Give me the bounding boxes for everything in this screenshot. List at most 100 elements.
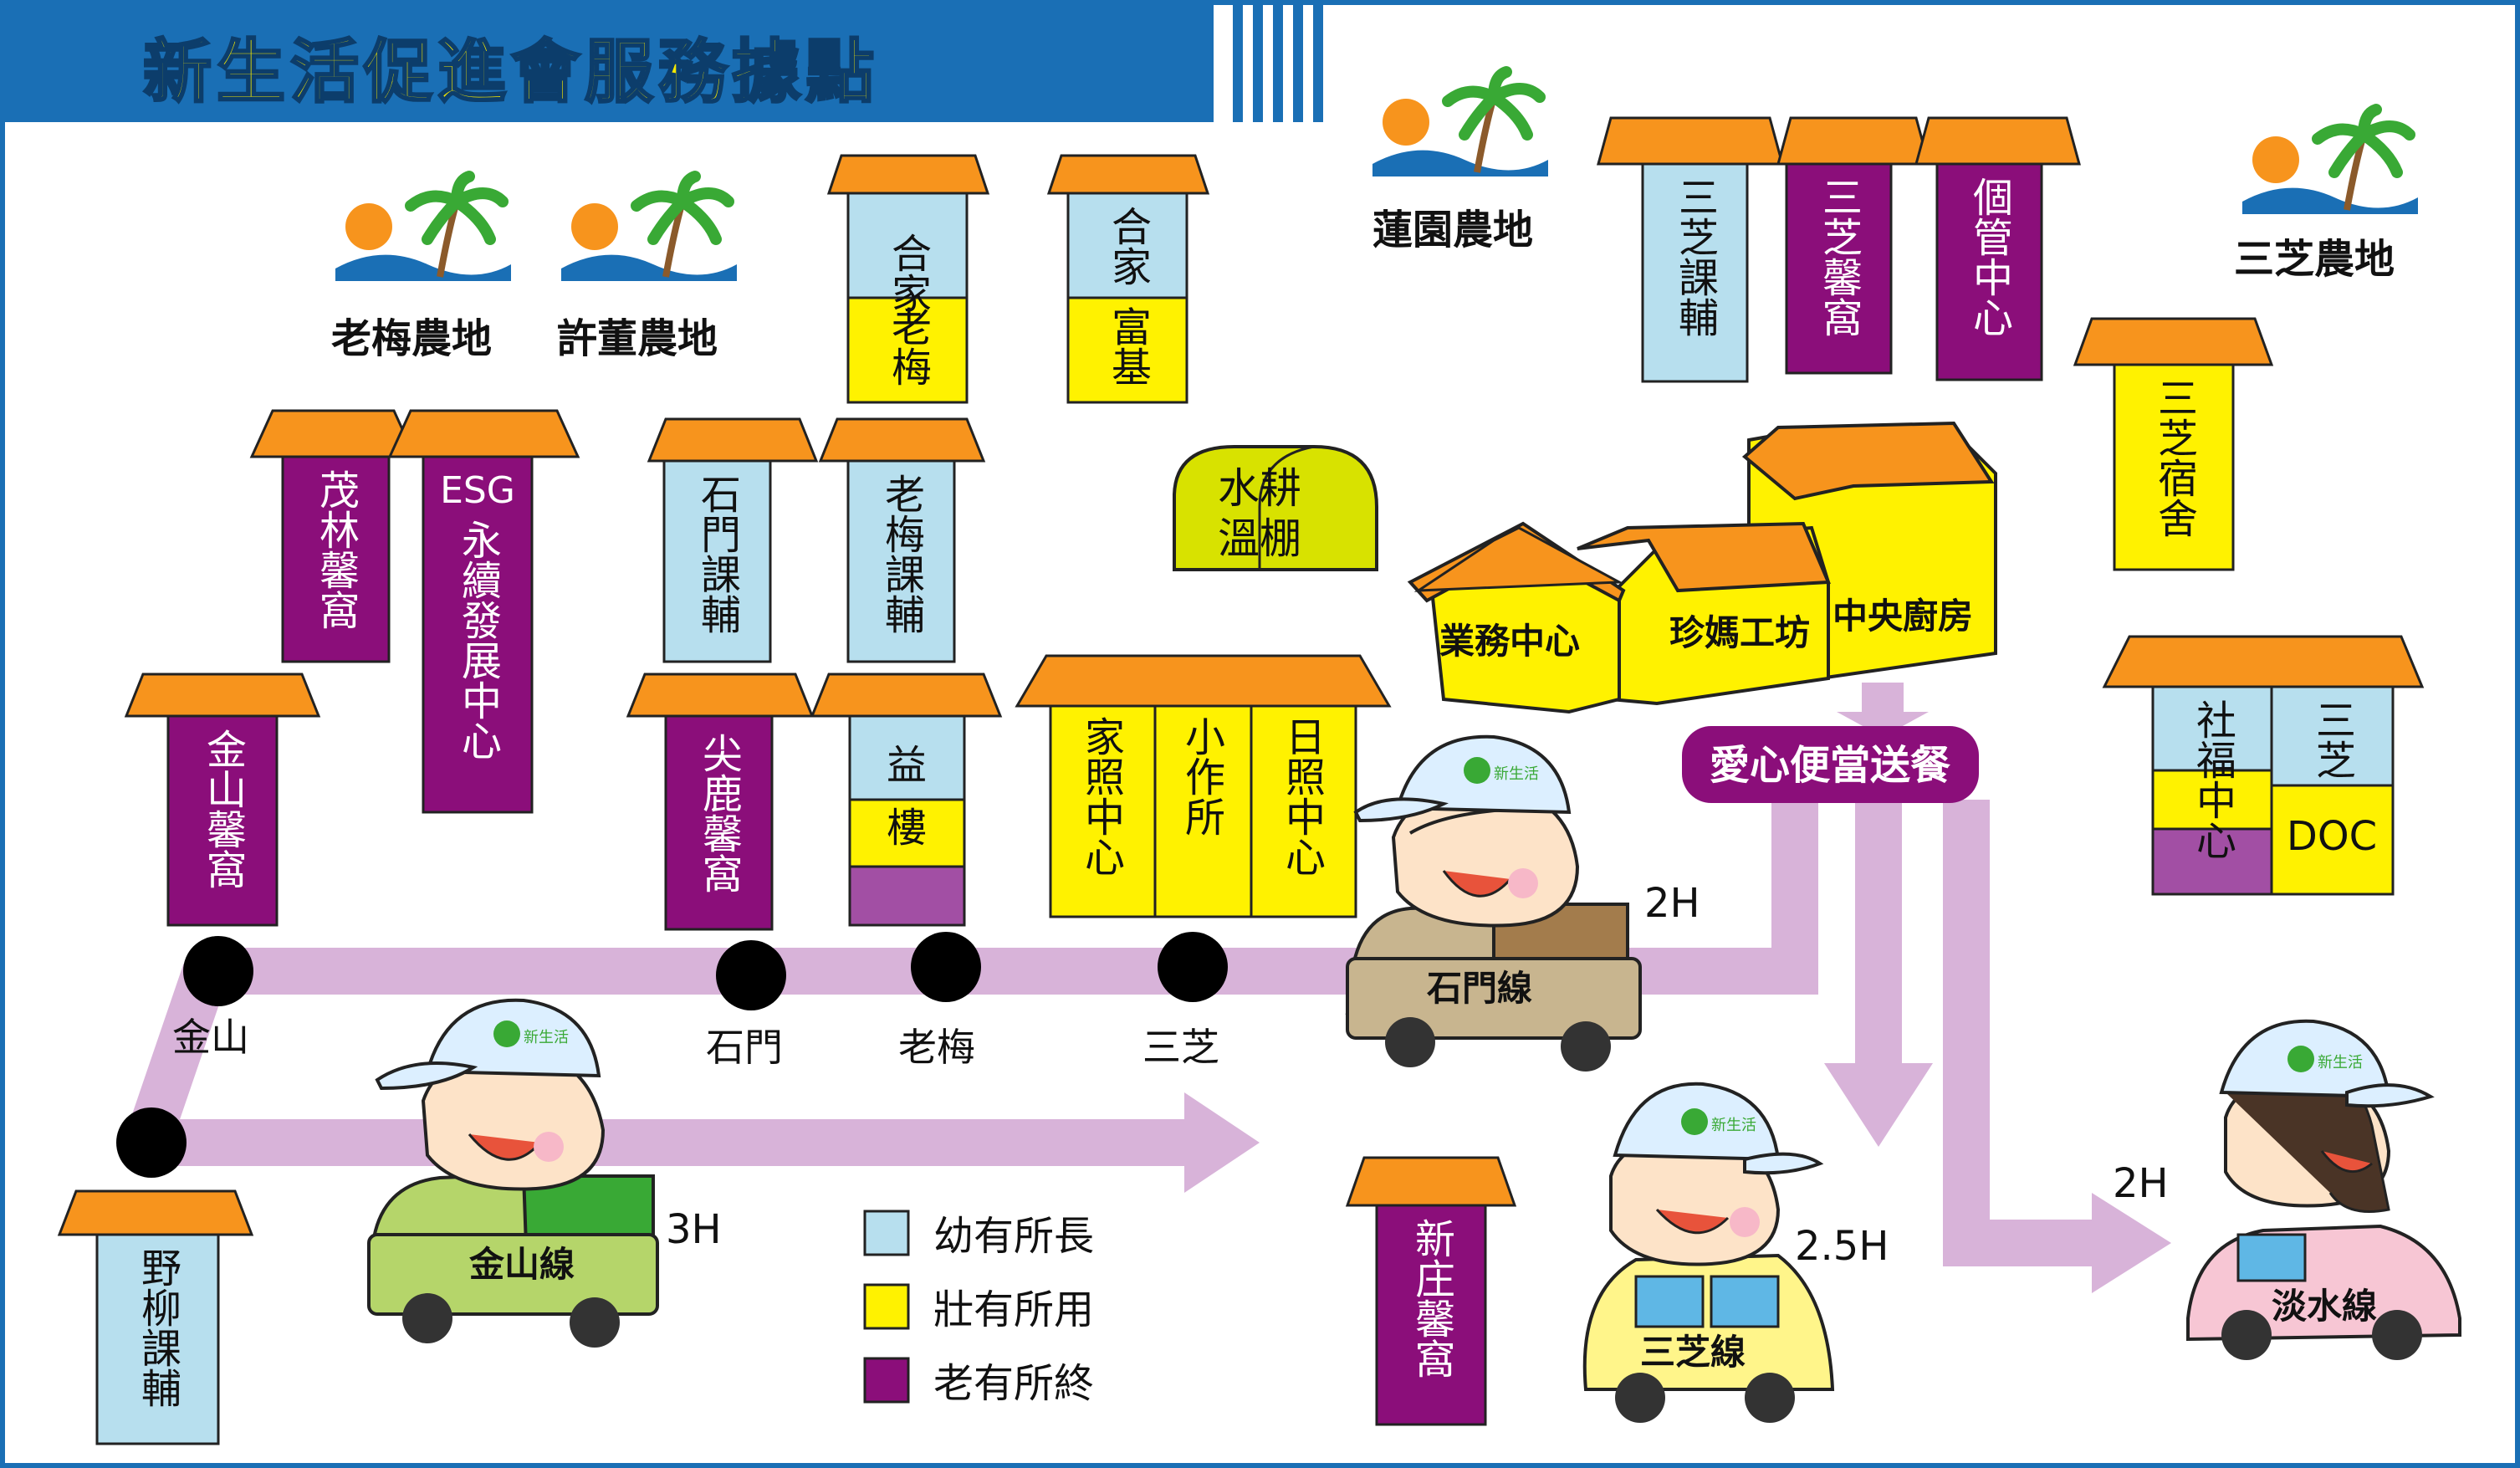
legend-label: 壯有所用 [933,1286,1094,1333]
car-window [1634,1275,1705,1328]
stop-dot-jinshan [183,936,253,1006]
legend-label: 老有所終 [933,1360,1094,1407]
driver-face [1391,785,1580,928]
cap-logo: 新生活 [2318,1054,2363,1072]
route-time: 2H [1644,880,1700,927]
route-time: 2H [2113,1160,2169,1207]
building-yeliu-tutor: 野柳課輔 [57,1189,254,1445]
title-banner: 新生活促進會服務據點 [5,5,1323,122]
stop-dot-yeliu [116,1107,187,1178]
legend-swatch-blue [863,1210,910,1256]
building-hejia-fuji: 合家 富基 [1046,154,1210,404]
route-danshui-line [1943,800,2096,1266]
kitchen-business-label: 業務中心 [1439,621,1580,662]
building-jinshan-home: 金山馨窩 [124,673,321,927]
building-label: 日照中心 [1278,716,1325,877]
cap-icon: 新生活 [1353,734,1572,823]
building-esg: ESG 永續發展中心 [387,409,580,814]
route-danshui-arrow [2092,1193,2171,1293]
building-label: 石門課輔 [693,473,740,634]
building-label: 老梅 [884,306,931,386]
building-xinzhuang-home: 新庄馨窩 [1345,1156,1517,1426]
wheel [1615,1373,1665,1423]
wheel [402,1293,452,1343]
farm-label: 老梅農地 [331,315,492,362]
building-label: 永續發展中心 [454,519,501,760]
building-label: 合家 [884,233,931,313]
greenhouse: 水耕 溫棚 [1173,445,1378,571]
building-jianlu-home: 尖鹿馨窩 [626,673,815,931]
legend-label: 幼有所長 [933,1213,1094,1260]
car-window [2236,1233,2307,1282]
farm-label: 三芝農地 [2234,236,2395,283]
building-label: 富基 [1104,306,1151,386]
building-care-complex: 家照中心 小作所 日照中心 [1015,654,1392,918]
farm-xudong: 許董農地 [557,171,737,362]
page-title: 新生活促進會服務據點 [143,33,879,112]
building-shimen-tutor: 石門課輔 [647,417,819,663]
building-label: 樓 [887,805,927,852]
greenhouse-label: 水耕 [1218,464,1301,513]
stop-label-jinshan: 金山 [172,1015,249,1060]
route-jinshan-arrow [1184,1092,1260,1193]
vehicle-jinshan: 新生活 金山線 3H [367,998,722,1348]
building-welfare-doc: 社福中心 三芝 DOC [2102,635,2425,896]
truck-base [367,1233,659,1316]
route-name: 三芝線 [1640,1332,1746,1373]
building-laomei-tutor: 老梅課輔 [818,417,986,663]
delivery-badge: 愛心便當送餐 [1682,726,1979,803]
route-time: 2.5H [1795,1223,1889,1270]
building-sanzhi-tutor: 三芝課輔 [1597,116,1784,383]
building-label: 家照中心 [1077,716,1124,877]
route-stops: 金山 石門 老梅 三芝 [116,932,1228,1178]
stop-label-shimen: 石門 [706,1025,783,1070]
kitchen-zhenma-label: 珍媽工坊 [1669,612,1810,653]
cap-logo: 新生活 [1711,1117,1756,1134]
kitchen-complex: 業務中心 珍媽工坊 中央廚房 [1407,421,1997,714]
vehicle-sanzhi: 新生活 三芝線 2.5H [1582,1082,1889,1423]
farm-icon [335,171,511,281]
building-label: 合家 [1104,206,1151,286]
legend-swatch-purple [863,1357,910,1404]
cap-icon: 新生活 [375,998,601,1091]
farm-sanzhi: 三芝農地 [2234,104,2418,283]
vehicle-danshui: 新生活 淡水線 2H [2113,1019,2461,1360]
farm-lianyuan: 蓮園農地 [1372,66,1548,253]
truck-base [1346,957,1642,1040]
building-label: ESG [440,469,515,512]
wheel [1385,1017,1435,1067]
building-label: 社福中心 [2189,699,2236,860]
building-label: 新庄馨窩 [1408,1218,1454,1378]
building-sanzhi-home: 三芝馨窩 [1776,116,1930,375]
building-label: 益 [887,742,927,789]
kitchen-arrow [1837,683,1929,737]
farm-icon [561,171,737,281]
route-jinshan-branch [124,963,1188,1166]
stop-dot-laomei [911,932,981,1002]
stop-dot-shimen [716,940,786,1010]
building-label: 尖鹿馨窩 [695,733,742,893]
building-case-center: 個管中心 [1914,116,2081,381]
route-name: 淡水線 [2272,1286,2377,1327]
route-sanzhi-arrow [1824,1063,1933,1147]
vehicle-shimen: 新生活 石門線 2H [1345,734,1700,1072]
building-label: 小作所 [1178,716,1224,836]
farm-icon [2242,104,2418,214]
wheel [1561,1021,1611,1072]
stop-dot-sanzhi [1158,932,1228,1002]
building-maolin: 茂林馨窩 [249,409,417,663]
greenhouse-label: 溫棚 [1218,514,1301,563]
building-label: 三芝課輔 [1671,176,1718,337]
stop-label-sanzhi: 三芝 [1142,1025,1219,1070]
building-label: 三芝馨窩 [1815,176,1862,337]
wheel [2221,1310,2272,1360]
wheel [570,1297,620,1348]
building-hejia-laomei: 合家 老梅 [826,154,990,404]
farm-label: 許董農地 [557,315,718,362]
wheel [1745,1373,1795,1423]
building-sanzhi-dorm: 三芝宿舍 [2073,317,2274,571]
car-window [1710,1275,1780,1328]
cap-icon: 新生活 [2219,1019,2435,1108]
building-label: DOC [2287,813,2377,860]
